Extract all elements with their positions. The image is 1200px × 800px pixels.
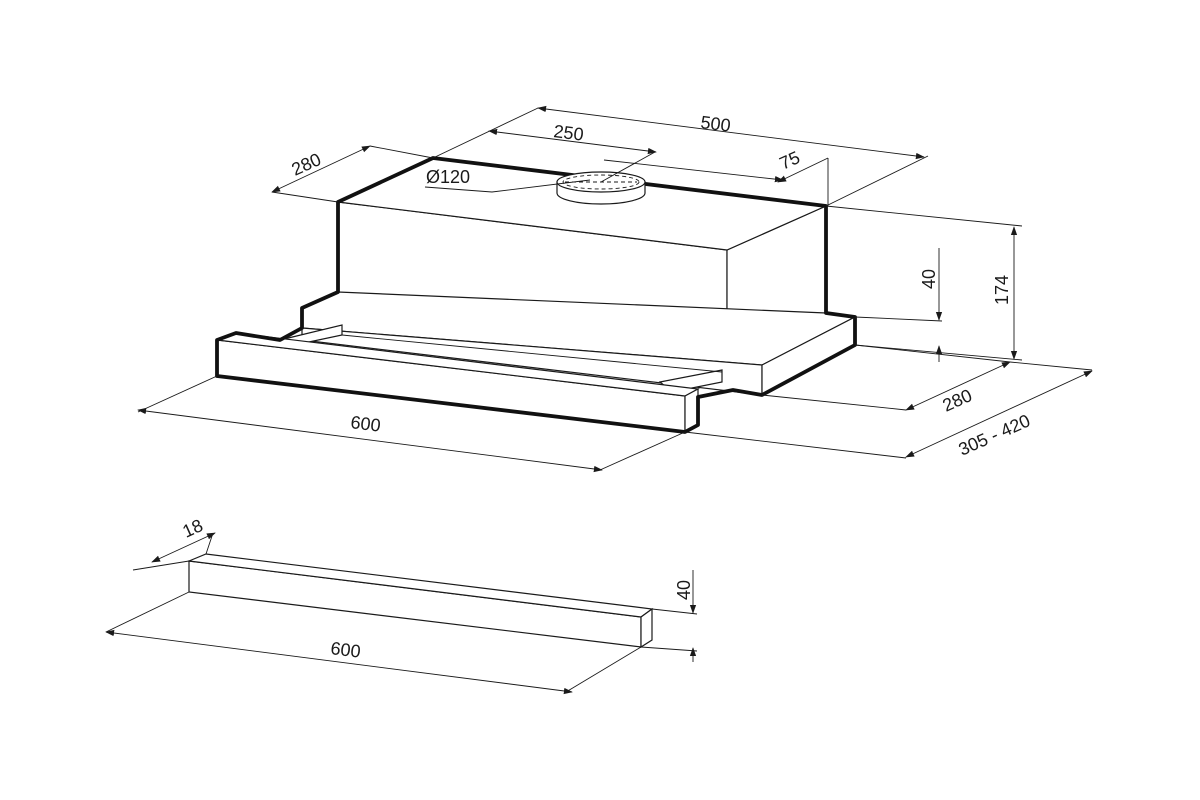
dim-18-label: 18 <box>179 515 205 541</box>
dim-174-label: 174 <box>992 275 1012 305</box>
front-panel-detail: 18 40 600 <box>105 515 698 695</box>
dim-40-hood-label: 40 <box>919 269 939 289</box>
dim-line-305-420 <box>905 370 1093 458</box>
dim-305-420-label: 305 - 420 <box>955 410 1033 459</box>
dim-500-label: 500 <box>700 112 732 136</box>
dim-line-18 <box>151 532 216 563</box>
dim-line-250 <box>488 128 657 155</box>
panel-side-face <box>640 607 653 649</box>
dim-40-panel-label: 40 <box>674 580 694 600</box>
dim-250-label: 250 <box>553 121 585 145</box>
rail-edge-line <box>341 334 723 373</box>
hood-silhouette-outline <box>215 156 857 434</box>
dim-line-75 <box>777 157 829 183</box>
dim-line-500 <box>537 105 925 160</box>
dim-75-label: 75 <box>776 147 802 173</box>
duct-outlet <box>556 171 646 205</box>
dim-600-hood-label: 600 <box>350 412 382 436</box>
dim-280-right-label: 280 <box>939 385 975 415</box>
dim-line-600-panel <box>105 629 573 695</box>
dim-line-280-top <box>271 145 371 193</box>
dim-280-top-label: 280 <box>288 149 324 179</box>
dim-600-panel-label: 600 <box>330 638 362 662</box>
dim-diameter-label: Ø120 <box>426 167 470 187</box>
dim-line-600-hood <box>137 407 603 473</box>
range-hood-assembly <box>215 156 857 434</box>
